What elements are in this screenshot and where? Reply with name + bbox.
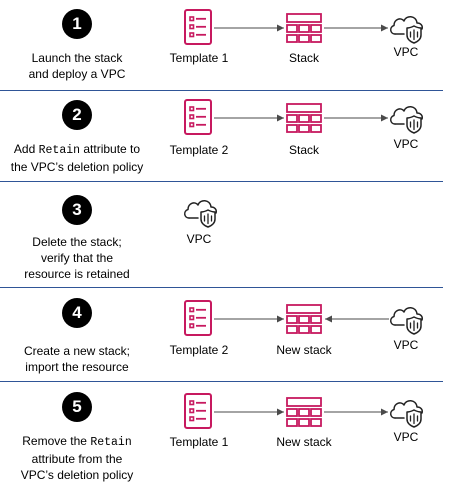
step-description: Remove the Retain attribute from the VPC… xyxy=(2,433,152,483)
step-description-line: Remove the Retain xyxy=(22,434,132,449)
step-divider xyxy=(0,90,443,91)
step-description-line: Launch the stack xyxy=(31,51,123,65)
stack-label: Stack xyxy=(288,51,319,65)
step-2: 2 Add Retain attribute to the VPC’s dele… xyxy=(0,91,452,181)
stack-grid-icon xyxy=(286,13,322,43)
step-description-line: attribute from the xyxy=(31,452,123,466)
step-divider xyxy=(0,181,443,182)
template-label: Template 1 xyxy=(169,51,229,65)
step-number-badge: 3 xyxy=(62,195,92,225)
step-description: Create a new stack; import the resource xyxy=(2,343,152,375)
step-description: Launch the stack and deploy a VPC xyxy=(2,50,152,82)
vpc-label: VPC xyxy=(186,232,212,246)
step-divider xyxy=(0,381,443,382)
vpc-cloud-shield-icon xyxy=(389,306,424,335)
vpc-cloud-shield-icon xyxy=(389,15,424,44)
step-description-line: Add Retain attribute to xyxy=(13,142,141,157)
step-description-line: the VPC’s deletion policy xyxy=(10,160,144,174)
vpc-label: VPC xyxy=(393,430,419,444)
step-number-badge: 2 xyxy=(62,100,92,130)
step-description: Delete the stack; verify that the resour… xyxy=(2,234,152,282)
stack-label: New stack xyxy=(276,343,332,357)
stack-grid-icon xyxy=(286,103,322,133)
step-description-line: resource is retained xyxy=(24,267,130,281)
step-description-line: VPC’s deletion policy xyxy=(20,468,134,482)
code-retain: Retain xyxy=(90,436,132,449)
connector-arrow xyxy=(214,315,389,323)
template-label: Template 1 xyxy=(169,435,229,449)
step-number-badge: 5 xyxy=(62,392,92,422)
step-description-line: and deploy a VPC xyxy=(28,67,126,81)
stack-label: Stack xyxy=(288,143,319,157)
step-description-line: verify that the xyxy=(40,251,114,265)
connector-arrow xyxy=(214,114,388,122)
template-label: Template 2 xyxy=(169,143,229,157)
vpc-label: VPC xyxy=(393,338,419,352)
stack-grid-icon xyxy=(286,304,322,334)
step-number-badge: 1 xyxy=(62,9,92,39)
step-divider xyxy=(0,287,443,288)
vpc-cloud-shield-icon xyxy=(183,199,218,228)
step-description-line: Delete the stack; xyxy=(32,235,122,249)
connector-arrow xyxy=(214,408,388,416)
vpc-cloud-shield-icon xyxy=(389,105,424,134)
vpc-cloud-shield-icon xyxy=(389,399,424,428)
stack-label: New stack xyxy=(276,435,332,449)
step-4: 4 Create a new stack; import the resourc… xyxy=(0,288,452,381)
step-description-line: Create a new stack; xyxy=(23,344,131,358)
step-3: 3 Delete the stack; verify that the reso… xyxy=(0,182,452,287)
step-description-line: import the resource xyxy=(25,360,129,374)
vpc-label: VPC xyxy=(393,137,419,151)
step-description: Add Retain attribute to the VPC’s deleti… xyxy=(2,141,152,175)
step-1: 1 Launch the stack and deploy a VPC Temp… xyxy=(0,0,452,90)
vpc-label: VPC xyxy=(393,45,419,59)
code-retain: Retain xyxy=(38,144,81,157)
step-number-badge: 4 xyxy=(62,298,92,328)
step-5: 5 Remove the Retain attribute from the V… xyxy=(0,382,452,489)
stack-grid-icon xyxy=(286,397,322,427)
template-label: Template 2 xyxy=(169,343,229,357)
connector-arrow xyxy=(214,24,388,32)
